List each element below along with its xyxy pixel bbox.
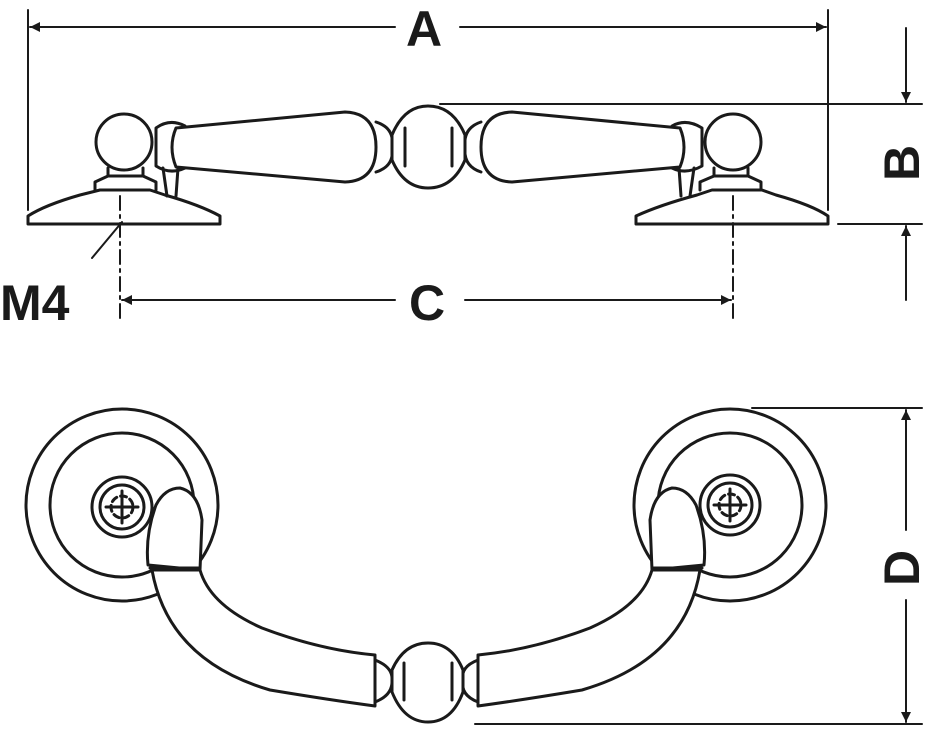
side-grip-right	[479, 110, 686, 184]
side-center-knuckle	[390, 104, 467, 190]
right-base-rosette	[634, 188, 830, 226]
dimension-a-line	[27, 9, 829, 211]
dimension-b-line	[439, 27, 923, 301]
m4-leader-line	[91, 221, 123, 259]
left-pivot-knuckle	[145, 486, 204, 572]
plan-center-knuckle	[390, 641, 465, 724]
plan-bail-left	[150, 568, 377, 708]
side-view	[26, 9, 923, 321]
dimension-d-label: D	[874, 549, 930, 587]
left-base-rosette	[26, 188, 222, 226]
dimension-d-line	[474, 407, 923, 725]
dimension-c-label: C	[409, 275, 446, 331]
left-rosette-outer	[24, 407, 220, 603]
right-base-collar	[698, 174, 763, 192]
dimension-b-label: B	[874, 144, 930, 182]
right-screw-head	[698, 473, 762, 537]
left-base-collar	[93, 174, 158, 192]
right-rosette-outer	[632, 407, 828, 603]
plan-bail-right	[476, 568, 702, 708]
thread-size-label: M4	[0, 275, 70, 331]
right-pivot-knuckle	[648, 486, 707, 572]
right-finial-ball	[703, 112, 763, 172]
side-grip-left	[170, 110, 378, 184]
left-screw-head	[90, 475, 154, 539]
dimension-a-label: A	[406, 1, 443, 57]
dimension-c-line	[119, 195, 734, 321]
left-finial-ball	[94, 112, 154, 172]
plan-view	[24, 407, 923, 725]
